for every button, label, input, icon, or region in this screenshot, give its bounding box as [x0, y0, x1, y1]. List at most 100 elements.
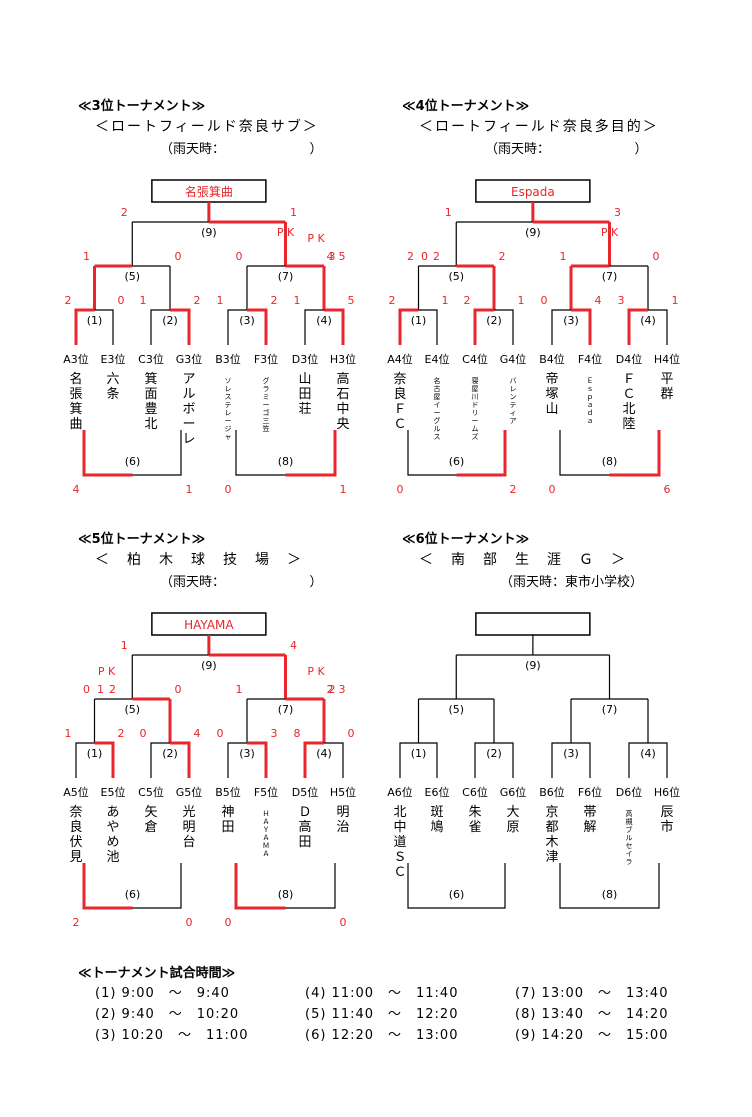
- cons-score-right-0: 1: [186, 483, 193, 496]
- team-name-4: 山: [545, 402, 558, 417]
- slot-B6位: B6位: [539, 785, 565, 799]
- semi-pk-a-1: 2: [327, 683, 334, 696]
- team-name-0: Ｆ: [393, 402, 406, 417]
- r1-right-2: [571, 308, 592, 345]
- schedule-time: 9:00 ～ 9:40: [121, 986, 230, 1001]
- team-name-7: 市: [660, 819, 673, 835]
- team-name-0: 中: [393, 820, 406, 835]
- team-name-5: ゴ: [263, 408, 270, 417]
- bracket-6: (9)(5)(1)(2)(7)(3)(4)A6位北中道ＳＣE6位斑鳩C6位朱雀G…: [387, 612, 680, 909]
- team-name-2: 寝: [472, 376, 479, 385]
- r1-score-left-2: 0: [541, 294, 548, 307]
- bracket-3-title: ≪3位トーナメント≫: [78, 99, 206, 114]
- slot-D6位: D6位: [616, 785, 642, 799]
- slot-E6位: E6位: [425, 785, 450, 799]
- r1-left-2: [551, 742, 571, 778]
- semi-score-right-0: 0: [175, 250, 182, 263]
- champion-name: Espada: [511, 185, 555, 199]
- team-name-2: ム: [472, 425, 479, 433]
- match-num-1: (1): [87, 747, 103, 760]
- r1-score-left-3: 1: [294, 294, 301, 307]
- r1-left-1: [474, 742, 494, 778]
- schedule-num: (2): [95, 1007, 122, 1022]
- match-num-4: (4): [316, 747, 332, 760]
- team-name-2: 川: [472, 393, 479, 401]
- team-name-3: テ: [510, 401, 517, 409]
- r1-right-3: [648, 742, 668, 778]
- team-name-5: Ｙ: [263, 826, 270, 834]
- r1-score-right-0: 0: [118, 294, 125, 307]
- semi-score-left-0: 2: [407, 250, 414, 263]
- match-num-semi-0: (5): [448, 270, 464, 283]
- team-name-1: 鳩: [430, 820, 443, 835]
- cons-left-1: [234, 863, 286, 910]
- team-name-0: Ｓ: [393, 850, 406, 865]
- semi-pk-label-1: P K: [307, 665, 325, 678]
- r1-score-left-0: 2: [65, 294, 72, 307]
- team-name-6: ラ: [626, 858, 633, 866]
- team-name-6: Ｄ: [298, 805, 311, 820]
- match-num-cons-0: (6): [125, 455, 141, 468]
- team-name-5: ｄ: [587, 409, 594, 417]
- team-name-3: 明: [182, 820, 195, 835]
- team-name-5: Ａ: [263, 850, 270, 858]
- r1-right-3: [648, 309, 668, 345]
- champion-name: HAYAMA: [184, 618, 234, 632]
- team-name-4: 都: [545, 820, 558, 835]
- r1-right-2: [247, 308, 268, 345]
- r1-left-2: [551, 309, 571, 345]
- team-name-3: 原: [506, 820, 519, 835]
- schedule-time: 14:20 ～ 15:00: [541, 1028, 669, 1043]
- team-name-0: 奈: [69, 805, 82, 820]
- cons-left-0: [407, 863, 457, 909]
- cons-left-1: [559, 863, 610, 909]
- schedule-item: (5) 11:40 ～ 12:20: [305, 1003, 458, 1022]
- team-name-1: 条: [106, 386, 119, 402]
- schedule-time: 10:20 ～ 11:00: [121, 1028, 249, 1043]
- semi-score-left-1: 0: [236, 250, 243, 263]
- r1-right-0: [94, 309, 114, 345]
- semi-pk-b-1: 5: [339, 250, 346, 263]
- cons-score-left-0: 4: [73, 483, 80, 496]
- semi-score-right-0: 0: [175, 683, 182, 696]
- team-name-2: リ: [472, 409, 479, 417]
- team-name-6: ル: [626, 834, 633, 842]
- team-name-7: 石: [336, 387, 349, 402]
- team-name-5: ミ: [263, 393, 270, 401]
- r1-score-right-0: 2: [118, 727, 125, 740]
- schedule-num: (3): [95, 1028, 122, 1043]
- slot-H5位: H5位: [330, 785, 356, 799]
- match-num-1: (1): [87, 314, 103, 327]
- bracket-4-rain: （雨天時： ）: [485, 142, 648, 157]
- r1-right-3: [324, 742, 344, 778]
- final-score-left: 2: [121, 206, 128, 219]
- team-name-4: ャ: [225, 433, 232, 441]
- cons-left-1: [559, 430, 610, 476]
- team-name-4: 津: [545, 850, 558, 865]
- team-name-3: ア: [182, 372, 195, 387]
- team-name-3: バ: [510, 377, 517, 385]
- semi-pk-a-1: 4: [327, 250, 334, 263]
- team-name-4: レ: [225, 385, 232, 393]
- schedule-time: 13:40 ～ 14:20: [541, 1007, 669, 1022]
- team-name-2: ド: [472, 401, 479, 409]
- r1-score-left-1: 1: [140, 294, 147, 307]
- r1-right-1: [170, 308, 191, 345]
- cons-right-1: [285, 863, 336, 909]
- match-num-1: (1): [411, 747, 427, 760]
- slot-G6位: G6位: [500, 785, 527, 799]
- r1-score-left-1: 0: [140, 727, 147, 740]
- slot-C6位: C6位: [462, 785, 488, 799]
- cons-left-1: [235, 430, 286, 476]
- team-name-6: 北: [622, 402, 635, 417]
- semi-pk-a-0: 1: [97, 683, 104, 696]
- cons-score-right-0: 2: [510, 483, 517, 496]
- team-name-2: 朱: [468, 805, 481, 820]
- team-name-7: 辰: [660, 805, 673, 820]
- slot-A6位: A6位: [387, 785, 413, 799]
- cons-right-0: [132, 430, 182, 476]
- r1-left-0: [398, 308, 419, 345]
- match-num-4: (4): [316, 314, 332, 327]
- bracket-4-title: ≪4位トーナメント≫: [402, 99, 530, 114]
- semi-pk-b-1: 3: [339, 683, 346, 696]
